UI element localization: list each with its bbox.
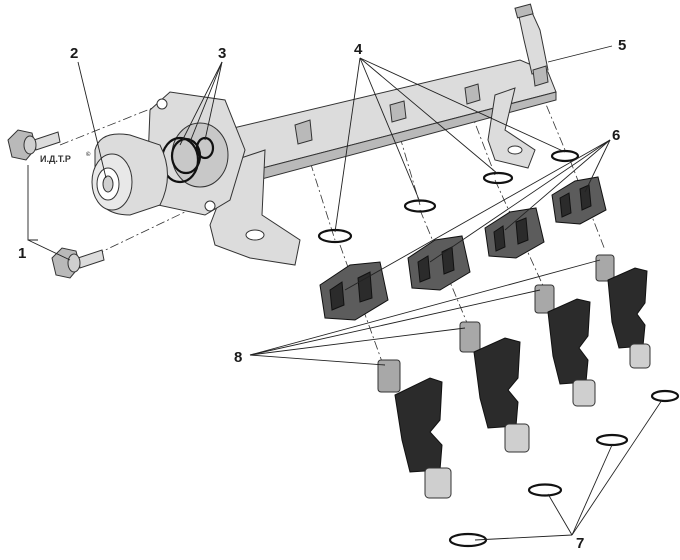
- injector-4: [595, 254, 651, 369]
- leader-lines: [27, 45, 663, 541]
- clip-4: [551, 176, 607, 225]
- watermark-copyright-mark: ©: [86, 151, 91, 158]
- bolt-upper: [7, 129, 61, 161]
- callout-labels: 1 2 3 4 5 6 8 7: [18, 37, 626, 552]
- clip-2: [407, 235, 471, 291]
- injector-2: [459, 321, 530, 453]
- callout-5: 5: [618, 37, 626, 54]
- callout-6: 6: [612, 127, 620, 144]
- injector-1: [377, 359, 452, 499]
- callout-8: 8: [234, 349, 242, 366]
- pressure-regulator: [91, 133, 168, 216]
- callout-4: 4: [354, 41, 363, 58]
- injector-3: [534, 284, 596, 407]
- fuel-injectors: [377, 254, 651, 499]
- injector-clips: [319, 176, 607, 321]
- watermark-text: И.Д.Т.Р: [40, 154, 71, 164]
- clip-1: [319, 261, 389, 321]
- clip-3: [484, 207, 545, 259]
- callout-7: 7: [576, 535, 584, 552]
- callout-2: 2: [70, 45, 78, 62]
- callout-3: 3: [218, 45, 226, 62]
- callout-1: 1: [18, 245, 26, 262]
- watermark: И.Д.Т.Р ©: [40, 151, 91, 164]
- bolt-lower: [51, 247, 105, 279]
- fuel-rail: [209, 3, 557, 266]
